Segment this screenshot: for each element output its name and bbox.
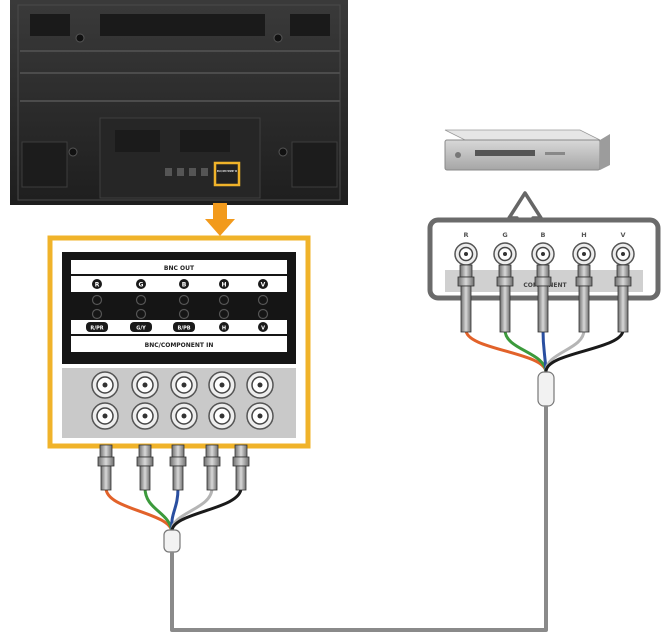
bnc-out-label: V — [261, 282, 266, 289]
signal-wire — [544, 329, 586, 373]
bnc-out-marker: R — [92, 279, 102, 289]
panel-ring-marker — [218, 308, 230, 320]
bnc-out-marker: B — [179, 279, 189, 289]
bnc-panel-zoom: BNC OUT R G B H V R/PR G/Y B/PB H V BNC/COMPONEN… — [47, 235, 311, 449]
device-bnc-jack[interactable]: G — [493, 231, 517, 266]
video-device — [444, 129, 610, 171]
device-channel-label: R — [463, 231, 468, 239]
panel-ring-marker — [178, 308, 190, 320]
device-bnc-jack[interactable]: B — [531, 231, 555, 266]
bnc-jack[interactable] — [170, 402, 198, 430]
bnc-cable-assembly — [97, 264, 632, 632]
bnc-jack[interactable] — [131, 371, 159, 399]
bnc-in-marker: H — [219, 322, 229, 332]
panel-ring-marker — [218, 294, 230, 306]
device-bnc-jack[interactable]: V — [611, 231, 635, 266]
bnc-in-label: V — [261, 326, 265, 332]
panel-ring-marker — [178, 294, 190, 306]
panel-ring-marker — [135, 294, 147, 306]
tv-port-label: BNC/COM PONENT IN — [217, 169, 237, 173]
bnc-in-label: B/PB — [177, 326, 190, 332]
bnc-jack[interactable] — [131, 402, 159, 430]
panel-ring-marker — [91, 308, 103, 320]
bnc-plug — [169, 444, 187, 491]
panel-ring-marker — [257, 294, 269, 306]
cable-splitter — [537, 371, 555, 407]
panel-ring-marker — [135, 308, 147, 320]
panel-ring-marker — [91, 294, 103, 306]
bnc-out-label: G — [139, 282, 144, 289]
bnc-plug — [97, 444, 115, 491]
bnc-jack[interactable] — [91, 402, 119, 430]
bnc-jack[interactable] — [208, 402, 236, 430]
cable-splitter — [163, 529, 181, 553]
bnc-plug — [534, 264, 552, 333]
bnc-out-header: BNC OUT — [164, 265, 195, 272]
bnc-in-label: G/Y — [136, 326, 146, 332]
bnc-out-marker: V — [258, 279, 268, 289]
bnc-plug — [614, 264, 632, 333]
bnc-out-label: B — [182, 282, 187, 289]
bnc-in-marker: B/PB — [173, 322, 195, 332]
bnc-jack[interactable] — [91, 371, 119, 399]
bnc-jack[interactable] — [208, 371, 236, 399]
device-channel-label: G — [502, 231, 507, 239]
bnc-jack[interactable] — [170, 371, 198, 399]
bnc-out-label: H — [221, 282, 226, 289]
bnc-jack[interactable] — [246, 402, 274, 430]
device-bnc-jack[interactable]: H — [572, 231, 596, 266]
bnc-plug — [457, 264, 475, 333]
panel-ring-marker — [257, 308, 269, 320]
bnc-plug — [203, 444, 221, 491]
bnc-plug — [136, 444, 154, 491]
bnc-jack[interactable] — [246, 371, 274, 399]
bnc-in-header: BNC/COMPONENT IN — [145, 342, 214, 349]
device-channel-label: B — [541, 231, 546, 239]
tv-rear-view: BNC/COM PONENT IN — [10, 0, 348, 205]
left-cable-bundle — [97, 444, 250, 553]
bnc-in-marker: V — [258, 322, 268, 332]
bnc-out-marker: G — [136, 279, 146, 289]
bnc-in-marker: R/PR — [86, 322, 108, 332]
bnc-in-label: H — [222, 326, 226, 332]
signal-wire — [104, 487, 174, 533]
device-channel-label: H — [581, 231, 586, 239]
bnc-in-marker: G/Y — [130, 322, 152, 332]
bnc-plug — [232, 444, 250, 491]
device-channel-label: V — [620, 231, 625, 239]
bnc-out-label: R — [95, 282, 100, 289]
right-cable-bundle — [457, 264, 632, 407]
signal-wire — [170, 487, 243, 533]
bnc-in-label: R/PR — [90, 326, 103, 332]
signal-wire — [544, 329, 625, 373]
tv-port-highlight — [213, 161, 241, 187]
bnc-plug — [575, 264, 593, 333]
bnc-out-marker: H — [219, 279, 229, 289]
bnc-plug — [496, 264, 514, 333]
down-arrow-icon — [205, 203, 235, 236]
trunk-cable — [170, 406, 548, 632]
